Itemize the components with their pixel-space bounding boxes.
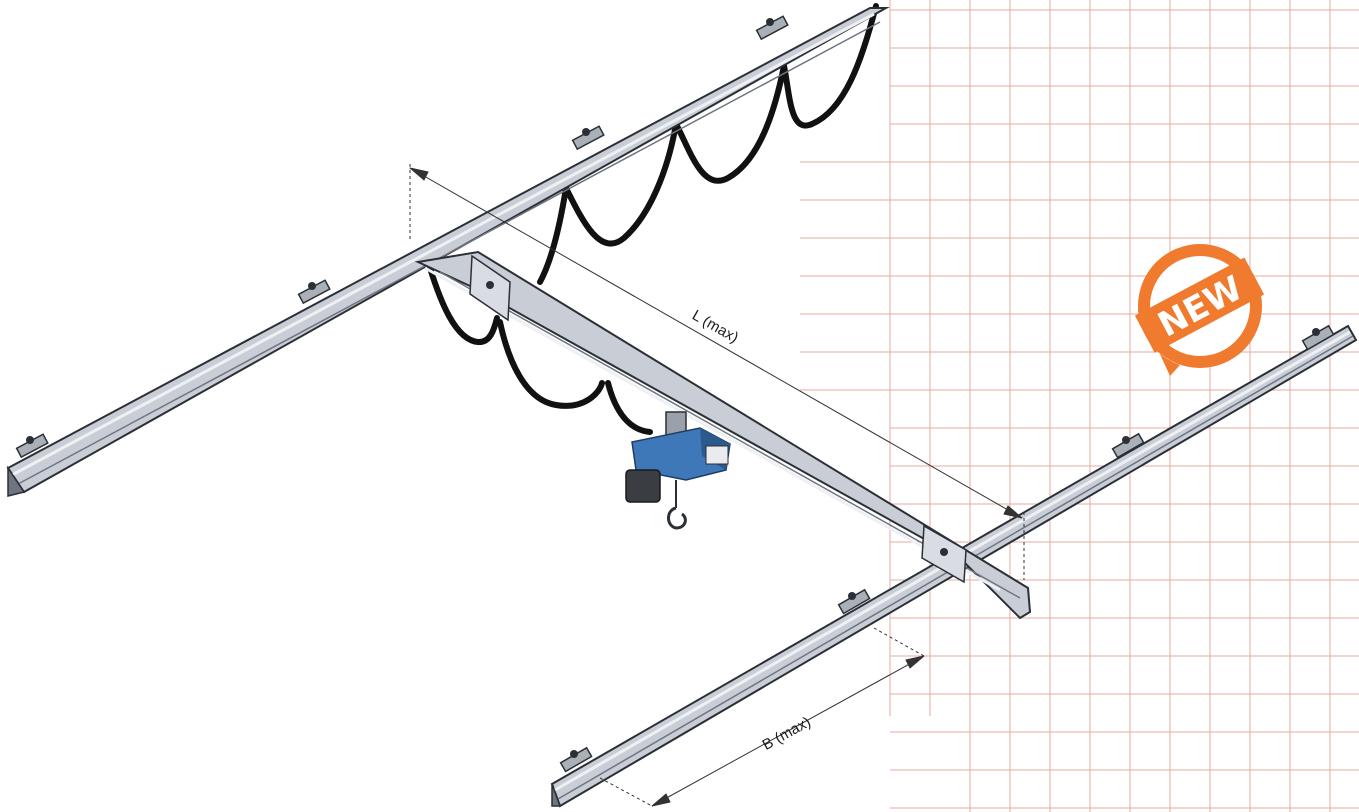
suspension-clamp-icon xyxy=(15,433,49,459)
suspension-clamp-icon xyxy=(837,588,871,615)
upper-runway-rail xyxy=(6,7,890,497)
festoon-cables xyxy=(427,3,879,435)
hoist-hook-icon xyxy=(667,506,687,530)
background-grid xyxy=(800,0,1359,812)
suspension-clamp-icon xyxy=(1301,324,1335,351)
bridge-girder xyxy=(414,250,1032,620)
suspension-clamp-icon xyxy=(755,15,789,41)
span-dimension-label: L (max) xyxy=(689,307,741,347)
suspension-clamp-icon xyxy=(571,125,605,151)
suspension-clamp-icon xyxy=(559,746,593,773)
dimension-cantilever xyxy=(599,627,925,807)
new-badge-icon: NEW xyxy=(1134,244,1265,376)
suspension-clamp-icon xyxy=(1111,432,1145,459)
suspension-clamp-icon xyxy=(297,279,331,305)
suspension-clamps xyxy=(15,15,1335,773)
electric-hoist xyxy=(625,411,731,530)
dimension-span xyxy=(409,164,1025,580)
cantilever-dimension-label: B (max) xyxy=(760,714,814,754)
